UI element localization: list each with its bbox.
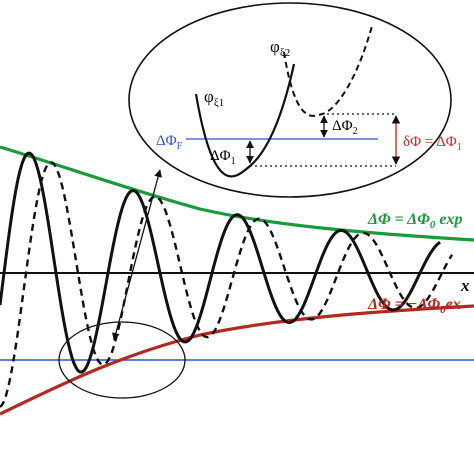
inset-phi1-label: φξ1	[204, 87, 224, 109]
upper-envelope-curve	[0, 145, 474, 242]
inset-ellipse	[128, 2, 452, 198]
inset-dphi1-label: ΔΦ1	[210, 148, 236, 167]
inset-phi2-label: φξ2	[270, 37, 290, 59]
inset-parabola-dashed	[283, 25, 373, 117]
dashed-oscillation-curve	[0, 161, 454, 408]
inset-zoom: φξ1 φξ2 ΔΦF ΔΦ1 ΔΦ2 δΦ = ΔΦ1	[128, 2, 462, 198]
lower-envelope-label: ΔΦ = −ΔΦ0ex	[367, 296, 461, 316]
inset-dphi2-label: ΔΦ2	[332, 118, 358, 137]
x-axis-label: x	[460, 276, 470, 295]
lower-envelope-curve	[0, 304, 474, 416]
zoom-double-arrow	[112, 169, 162, 341]
inset-parabola-solid	[194, 63, 296, 178]
upper-envelope-label: ΔΦ = ΔΦ0 exp	[367, 211, 462, 231]
inset-delta-label: δΦ = ΔΦ1	[403, 134, 462, 153]
solid-oscillation-curve	[0, 151, 441, 374]
inset-fermi-label: ΔΦF	[156, 133, 183, 152]
